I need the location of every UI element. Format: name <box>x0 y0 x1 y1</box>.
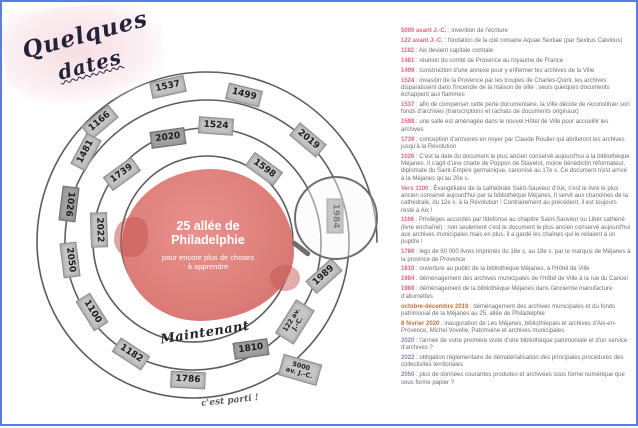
timeline-entry-date: 8 février 2020 <box>401 320 440 327</box>
date-tile-label: 1810 <box>237 341 265 356</box>
magnifier-icon <box>294 176 378 260</box>
timeline-entry-date: 1786 <box>401 249 415 256</box>
timeline-entry-text: : ouverture au public de la bibliothèque… <box>414 266 590 273</box>
timeline-column: 5000 avant J.-C. : invention de l'écritu… <box>401 28 631 390</box>
timeline-entry-date: 1984 <box>401 276 415 283</box>
center-blob: 25 allée de Philadelphie pour encore plu… <box>114 169 300 321</box>
timeline-entry: 1537 : afin de compenser cette perte doc… <box>401 102 631 117</box>
timeline-entry-date: 1989 <box>401 286 415 293</box>
timeline-entry-date: 1026 <box>401 153 415 160</box>
date-tile: 2022 <box>89 212 109 248</box>
date-tile-label: 2020 <box>154 130 182 145</box>
timeline-entry-text: : invention de l'écriture <box>446 28 508 34</box>
timeline-entry-text: : afin de compenser cette perte document… <box>401 102 630 116</box>
paint-splat <box>114 217 148 257</box>
date-tile: 1524 <box>197 116 235 136</box>
timeline-entry-date: 1499 <box>401 67 415 74</box>
timeline-entry: 2050 : plus de données courantes produit… <box>401 372 631 387</box>
timeline-entry-text: : legs de 60 000 livres imprimés du 16e … <box>401 249 631 263</box>
timeline-entry: 122 avant J.-C. : fondation de la cité r… <box>401 38 631 45</box>
timeline-entry-date: 5000 avant J.-C. <box>401 28 447 34</box>
timeline-entry-date: 1166 <box>401 217 415 224</box>
paint-splat <box>270 265 300 291</box>
timeline-entry-text: : C'est la date du document le plus anci… <box>401 153 630 182</box>
timeline-entry-text: : construction d'une annexe pour y enfer… <box>414 67 595 74</box>
timeline-entry-text: : Évangéliaire de la cathédrale Saint-Sa… <box>401 185 628 214</box>
timeline-entry: 1786 : legs de 60 000 livres imprimés du… <box>401 249 631 264</box>
timeline-entry-text: : Aix devient capitale comtale <box>414 47 494 54</box>
timeline-entry-date: octobre-décembre 2019 <box>401 303 469 310</box>
timeline-entry-text: : une salle est aménagée dans le nouvel … <box>401 119 609 133</box>
timeline-entry-text: : plus de données courantes produites et… <box>401 372 625 386</box>
timeline-entry: 1984 : déménagement des archives municip… <box>401 276 631 283</box>
timeline-entry-date: 1598 <box>401 119 415 126</box>
timeline-entry-date: 2050 <box>401 372 415 379</box>
date-tile-label: 1537 <box>154 79 182 95</box>
date-tile-label: 1499 <box>230 86 258 103</box>
timeline-entry-text: : invasion de la Provence par les troupe… <box>401 77 610 99</box>
timeline-entry: 1026 : C'est la date du document le plus… <box>401 154 631 183</box>
timeline-entry-text: : déménagement des archives municipales … <box>414 276 628 283</box>
timeline-entry: 2022 : obligation réglementaire de démat… <box>401 355 631 370</box>
timeline-entry: 1739 : conception d'armoires en noyer pa… <box>401 137 631 152</box>
timeline-entry-text: : obligation réglementaire de dématérial… <box>401 355 624 369</box>
center-tagline: pour encore plus de choses à apprendre <box>161 252 255 271</box>
timeline-entry-date: 1537 <box>401 102 415 109</box>
timeline-entry: 1481 : réunion du comté de Provence au r… <box>401 58 631 65</box>
timeline-entry: 8 février 2020 : inauguration de Les Méj… <box>401 321 631 336</box>
date-tile-label: 2050 <box>64 246 77 273</box>
timeline-entry-date: Vers 1100 <box>401 185 429 192</box>
timeline-entry: 1499 : construction d'une annexe pour y … <box>401 68 631 75</box>
timeline-entry: Vers 1100 : Évangéliaire de la cathédral… <box>401 186 631 215</box>
date-tile: 1786 <box>170 370 206 390</box>
timeline-entry-date: 2020 <box>401 337 415 344</box>
timeline-entry-text: : réunion du comté de Provence au royaum… <box>414 57 564 64</box>
timeline-entry-date: 1810 <box>401 266 415 273</box>
timeline-entry: 1989 : déménagement de la bibliothèque M… <box>401 286 631 301</box>
timeline-entry: 1166 : Privilèges accordés par Ildefonse… <box>401 217 631 246</box>
timeline-entry: 5000 avant J.-C. : invention de l'écritu… <box>401 28 631 35</box>
timeline-entry-text: : déménagement de la bibliothèque Méjane… <box>401 286 613 300</box>
title-cloud: Quelques dates <box>0 0 168 108</box>
date-tile-label: 1786 <box>175 373 201 386</box>
timeline-entry-text: : inauguration de Les Méjanes, bibliothè… <box>401 320 616 335</box>
timeline-entry-text: : conception d'armoires en noyer par Cla… <box>401 136 625 150</box>
timeline-entry: 1598 : une salle est aménagée dans le no… <box>401 119 631 134</box>
timeline-entry: 1182 : Aix devient capitale comtale <box>401 48 631 55</box>
timeline-entry-date: 1739 <box>401 136 415 143</box>
date-tile-label: 5000 av. J.-C. <box>284 359 314 381</box>
timeline-entry-date: 1182 <box>401 47 415 54</box>
timeline-entry: 2020 : l'année de votre première visite … <box>401 338 631 353</box>
timeline-entry-date: 1524 <box>401 77 415 84</box>
timeline-entry-text: : l'année de votre première visite d'une… <box>401 337 628 352</box>
timeline-entry-date: 122 avant J.-C. <box>401 37 444 44</box>
date-tile-label: 2022 <box>94 217 105 243</box>
timeline-entry: 1524 : invasion de la Provence par les t… <box>401 78 631 100</box>
date-tile-label: 1026 <box>63 191 76 218</box>
timeline-entry-text: : fondation de la cité romaine Aquae Sex… <box>443 37 623 44</box>
center-address: 25 allée de Philadelphie <box>171 218 245 248</box>
date-tile-label: 1524 <box>203 119 229 132</box>
timeline-entry: 1810 : ouverture au public de la bibliot… <box>401 266 631 273</box>
timeline-entry-text: : déménagement des archives municipales … <box>401 303 616 317</box>
timeline-entry-date: 1481 <box>401 57 415 64</box>
timeline-entry-date: 2022 <box>401 355 415 362</box>
timeline-entry: octobre-décembre 2019 : déménagement des… <box>401 304 631 319</box>
timeline-entry-text: : Privilèges accordés par Ildefonse au c… <box>401 217 631 246</box>
